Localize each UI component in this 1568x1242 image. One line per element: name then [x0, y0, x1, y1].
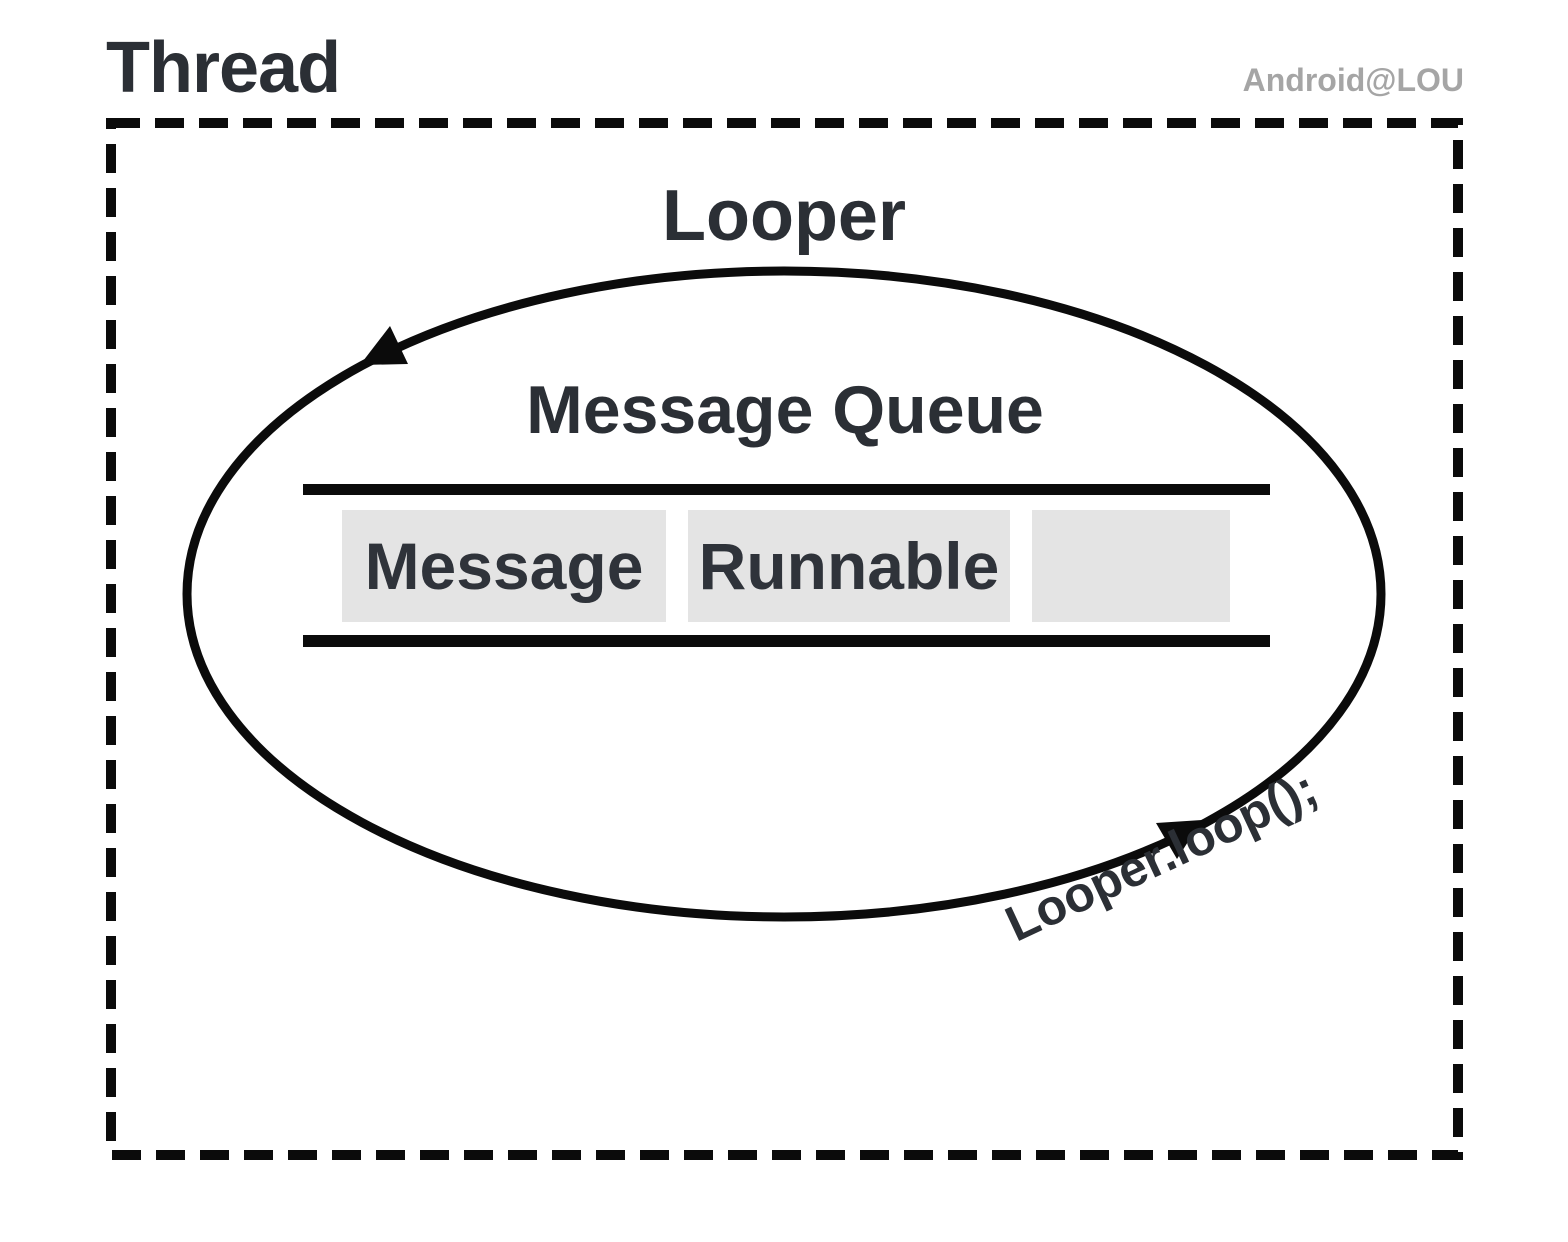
queue-item-message: Message [342, 510, 666, 622]
queue-item-empty [1032, 510, 1230, 622]
queue-item-runnable-label: Runnable [698, 529, 1000, 603]
loop-arrowhead-top-left-icon [360, 326, 408, 365]
queue-item-runnable: Runnable [688, 510, 1010, 622]
looper-loop-ellipse [182, 266, 1386, 922]
loop-arrowhead-bottom-right-icon [1156, 820, 1202, 859]
queue-bottom-rail [303, 635, 1270, 647]
thread-dashed-border [106, 118, 1463, 1160]
message-queue-title: Message Queue [526, 372, 1044, 448]
queue-top-rail [303, 484, 1270, 495]
looper-label: Looper [662, 176, 906, 256]
thread-title: Thread [106, 28, 341, 108]
watermark-label: Android@LOU [1242, 62, 1464, 98]
queue-item-message-label: Message [364, 529, 644, 603]
